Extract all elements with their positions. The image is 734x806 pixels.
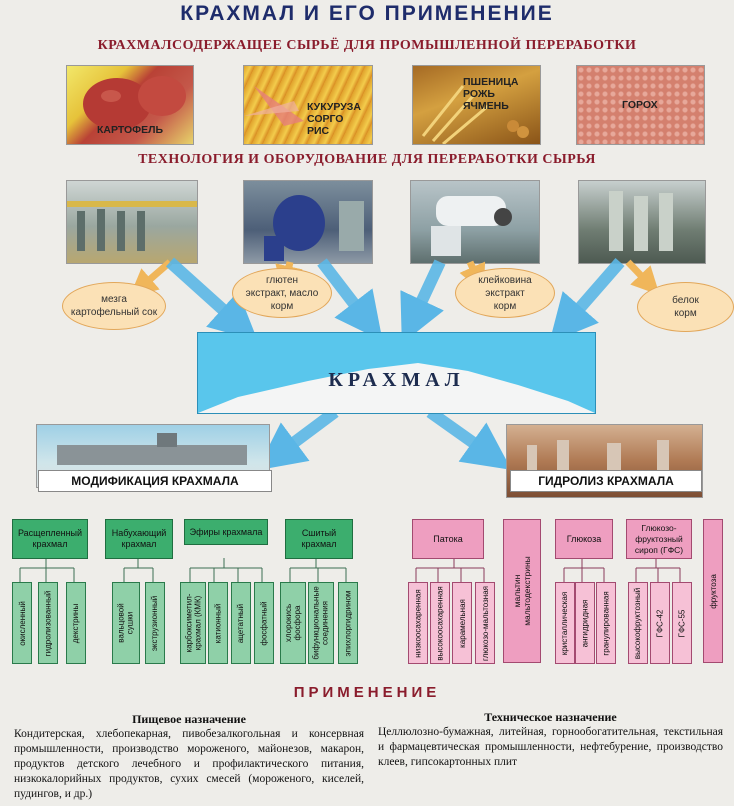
food-text: Кондитерская, хлебопекарная, пивобезалко… (14, 728, 364, 800)
equipment-photo-2 (243, 180, 373, 264)
leaf-low-saccharified: низкоосахаренная (408, 582, 428, 664)
starch-label: КРАХМАЛ (328, 369, 465, 391)
leaf-drum-dried: вальцовой сушки (112, 582, 140, 664)
leaf-bifunctional: бифункциональные соединения (308, 582, 334, 664)
byproduct-potato: мезга картофельный сок (62, 282, 166, 330)
leaf-crystalline: кристаллическая (555, 582, 575, 664)
leaf-caramel: карамельная (452, 582, 472, 664)
leaf-acetate: ацетатный (231, 582, 251, 664)
peas-photo: ГОРОХ (576, 65, 705, 145)
leaf-anhydride: ангидридная (575, 582, 595, 664)
group-molasses: Патока (412, 519, 484, 559)
byproduct-peas: белок корм (637, 282, 734, 332)
leaf-oxidized: окисленный (12, 582, 32, 664)
hydrolysis-label: ГИДРОЛИЗ КРАХМАЛА (510, 470, 702, 492)
group-glucose: Глюкоза (555, 519, 613, 559)
group-gfs: Глюкозо- фруктозный сироп (ГФС) (626, 519, 692, 559)
leaf-epichlorohydrin: эпихлоргидрином (338, 582, 358, 664)
modification-machine (57, 433, 247, 465)
leaf-high-fructose: высокофруктозный (628, 582, 648, 664)
raw-materials-header: КРАХМАЛСОДЕРЖАЩЕЕ СЫРЬЁ ДЛЯ ПРОМЫШЛЕННОЙ… (97, 38, 637, 53)
corn-label: КУКУРУЗА СОРГО РИС (307, 101, 361, 137)
equipment-illustration-1 (67, 201, 197, 251)
leaf-extrusion: экструзионный (145, 582, 165, 664)
application-header: ПРИМЕНЕНИЕ (293, 684, 441, 701)
potato-label: КАРТОФЕЛЬ (97, 124, 164, 136)
poster-title: КРАХМАЛ И ЕГО ПРИМЕНЕНИЕ (180, 2, 554, 25)
starch-pile (198, 363, 595, 413)
technical-title: Техническое назначение (484, 710, 617, 724)
equipment-photo-3 (410, 180, 540, 264)
technology-header: ТЕХНОЛОГИЯ И ОБОРУДОВАНИЕ ДЛЯ ПЕРЕРАБОТК… (138, 152, 596, 167)
leaf-cationic: катионный (208, 582, 228, 664)
equipment-illustration-3 (431, 196, 512, 256)
technical-text: Целлюлозно-бумажная, литейная, горнообог… (378, 726, 723, 768)
equipment-illustration-4 (609, 191, 673, 251)
wheat-photo: ПШЕНИЦА РОЖЬ ЯЧМЕНЬ (412, 65, 541, 145)
group-split-starch: Расщепленный крахмал (12, 519, 88, 559)
corn-photo: КУКУРУЗА СОРГО РИС (243, 65, 373, 145)
leaf-cmc: карбоксиметил- крахмал (КМК) (180, 582, 206, 664)
food-title: Пищевое назначение (132, 712, 246, 726)
leaf-hydrolyzed: гидролизованный (38, 582, 58, 664)
leaf-dextrins: декстрины (66, 582, 86, 664)
group-swelling-starch: Набухающий крахмал (105, 519, 173, 559)
modification-label: МОДИФИКАЦИЯ КРАХМАЛА (38, 470, 272, 492)
potato-photo: КАРТОФЕЛЬ (66, 65, 194, 145)
leaf-granulated: гранулированная (596, 582, 616, 664)
group-maltin: мальтин мальтодекстрины (503, 519, 541, 663)
group-fructose: фруктоза (703, 519, 723, 663)
potato-illustration (83, 76, 186, 130)
classification-lines (19, 558, 681, 582)
leaf-gfs-55: ГФС-55 (672, 582, 692, 664)
equipment-illustration-2 (264, 195, 364, 261)
leaf-phosphate: фосфатный (254, 582, 274, 664)
leaf-gfs-42: ГФС-42 (650, 582, 670, 664)
starch-block: КРАХМАЛ (197, 332, 596, 414)
leaf-high-saccharified: высокоосахаренная (430, 582, 450, 664)
group-starch-ethers: Эфиры крахмала (184, 519, 268, 545)
byproduct-wheat: клейковина экстракт корм (455, 268, 555, 318)
leaf-phosphorus-oxychloride: хлорокись фосфора (280, 582, 306, 664)
corn-illustration (244, 86, 304, 126)
wheat-illustration (421, 85, 529, 144)
peas-label: ГОРОХ (622, 99, 658, 111)
wheat-label: ПШЕНИЦА РОЖЬ ЯЧМЕНЬ (463, 76, 519, 112)
group-crosslinked-starch: Сшитый крахмал (285, 519, 353, 559)
byproduct-corn: глютен экстракт, масло корм (232, 268, 332, 318)
equipment-photo-4 (578, 180, 706, 264)
leaf-glucose-maltose: глюкозо-мальтозная (475, 582, 495, 664)
flow-arrows (129, 257, 660, 471)
equipment-photo-1 (66, 180, 198, 264)
